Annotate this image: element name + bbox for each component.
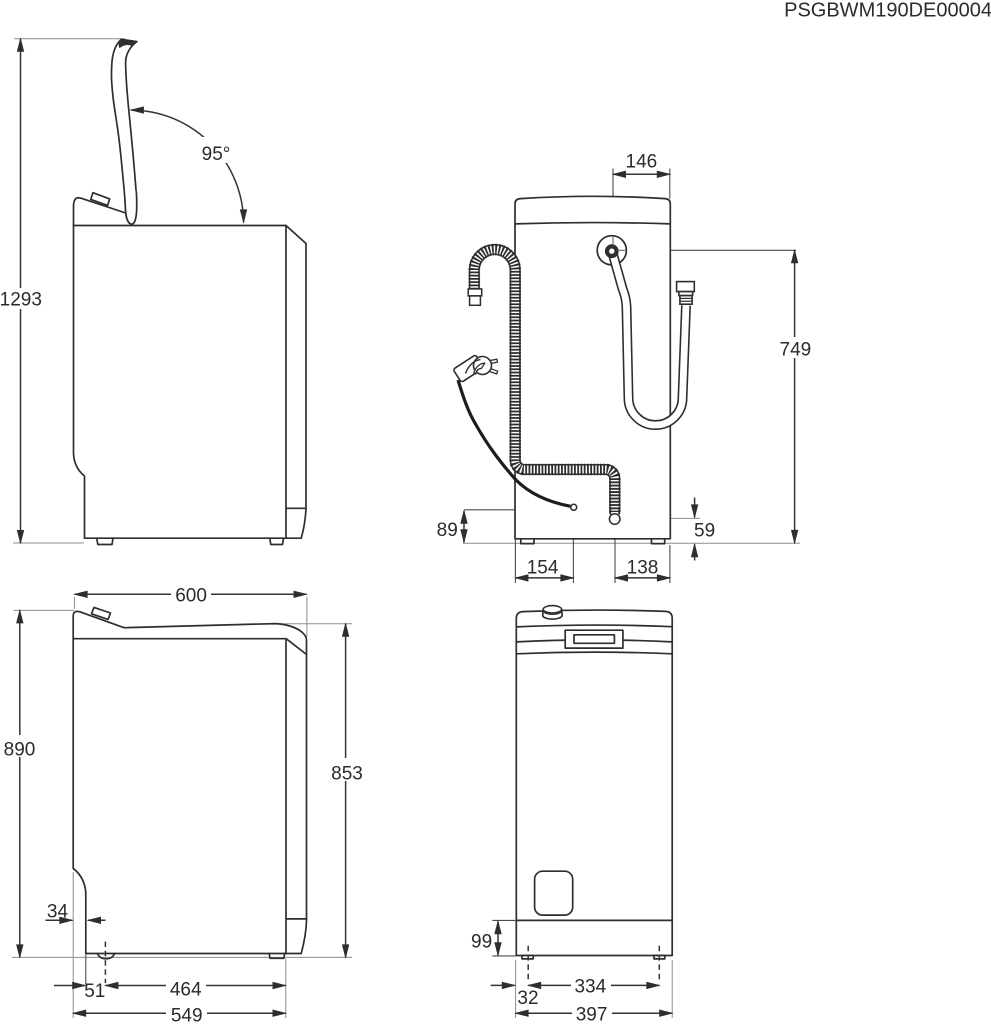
svg-text:51: 51 [84,981,105,1002]
svg-text:334: 334 [574,977,606,998]
svg-text:89: 89 [437,520,458,541]
svg-text:600: 600 [175,586,207,607]
svg-text:146: 146 [626,152,658,173]
svg-text:890: 890 [4,740,36,761]
svg-text:99: 99 [471,931,492,952]
svg-text:PSGBWM190DE00004: PSGBWM190DE00004 [784,0,991,22]
svg-text:95°: 95° [202,144,231,165]
svg-text:138: 138 [627,558,659,579]
svg-text:749: 749 [780,340,812,361]
svg-text:853: 853 [331,764,363,785]
svg-text:154: 154 [527,558,559,579]
svg-text:464: 464 [170,980,202,1001]
svg-text:1293: 1293 [0,290,42,311]
svg-text:32: 32 [517,988,538,1009]
svg-text:549: 549 [171,1006,203,1024]
svg-text:59: 59 [694,520,715,541]
svg-text:397: 397 [576,1005,608,1024]
svg-text:34: 34 [47,901,69,922]
